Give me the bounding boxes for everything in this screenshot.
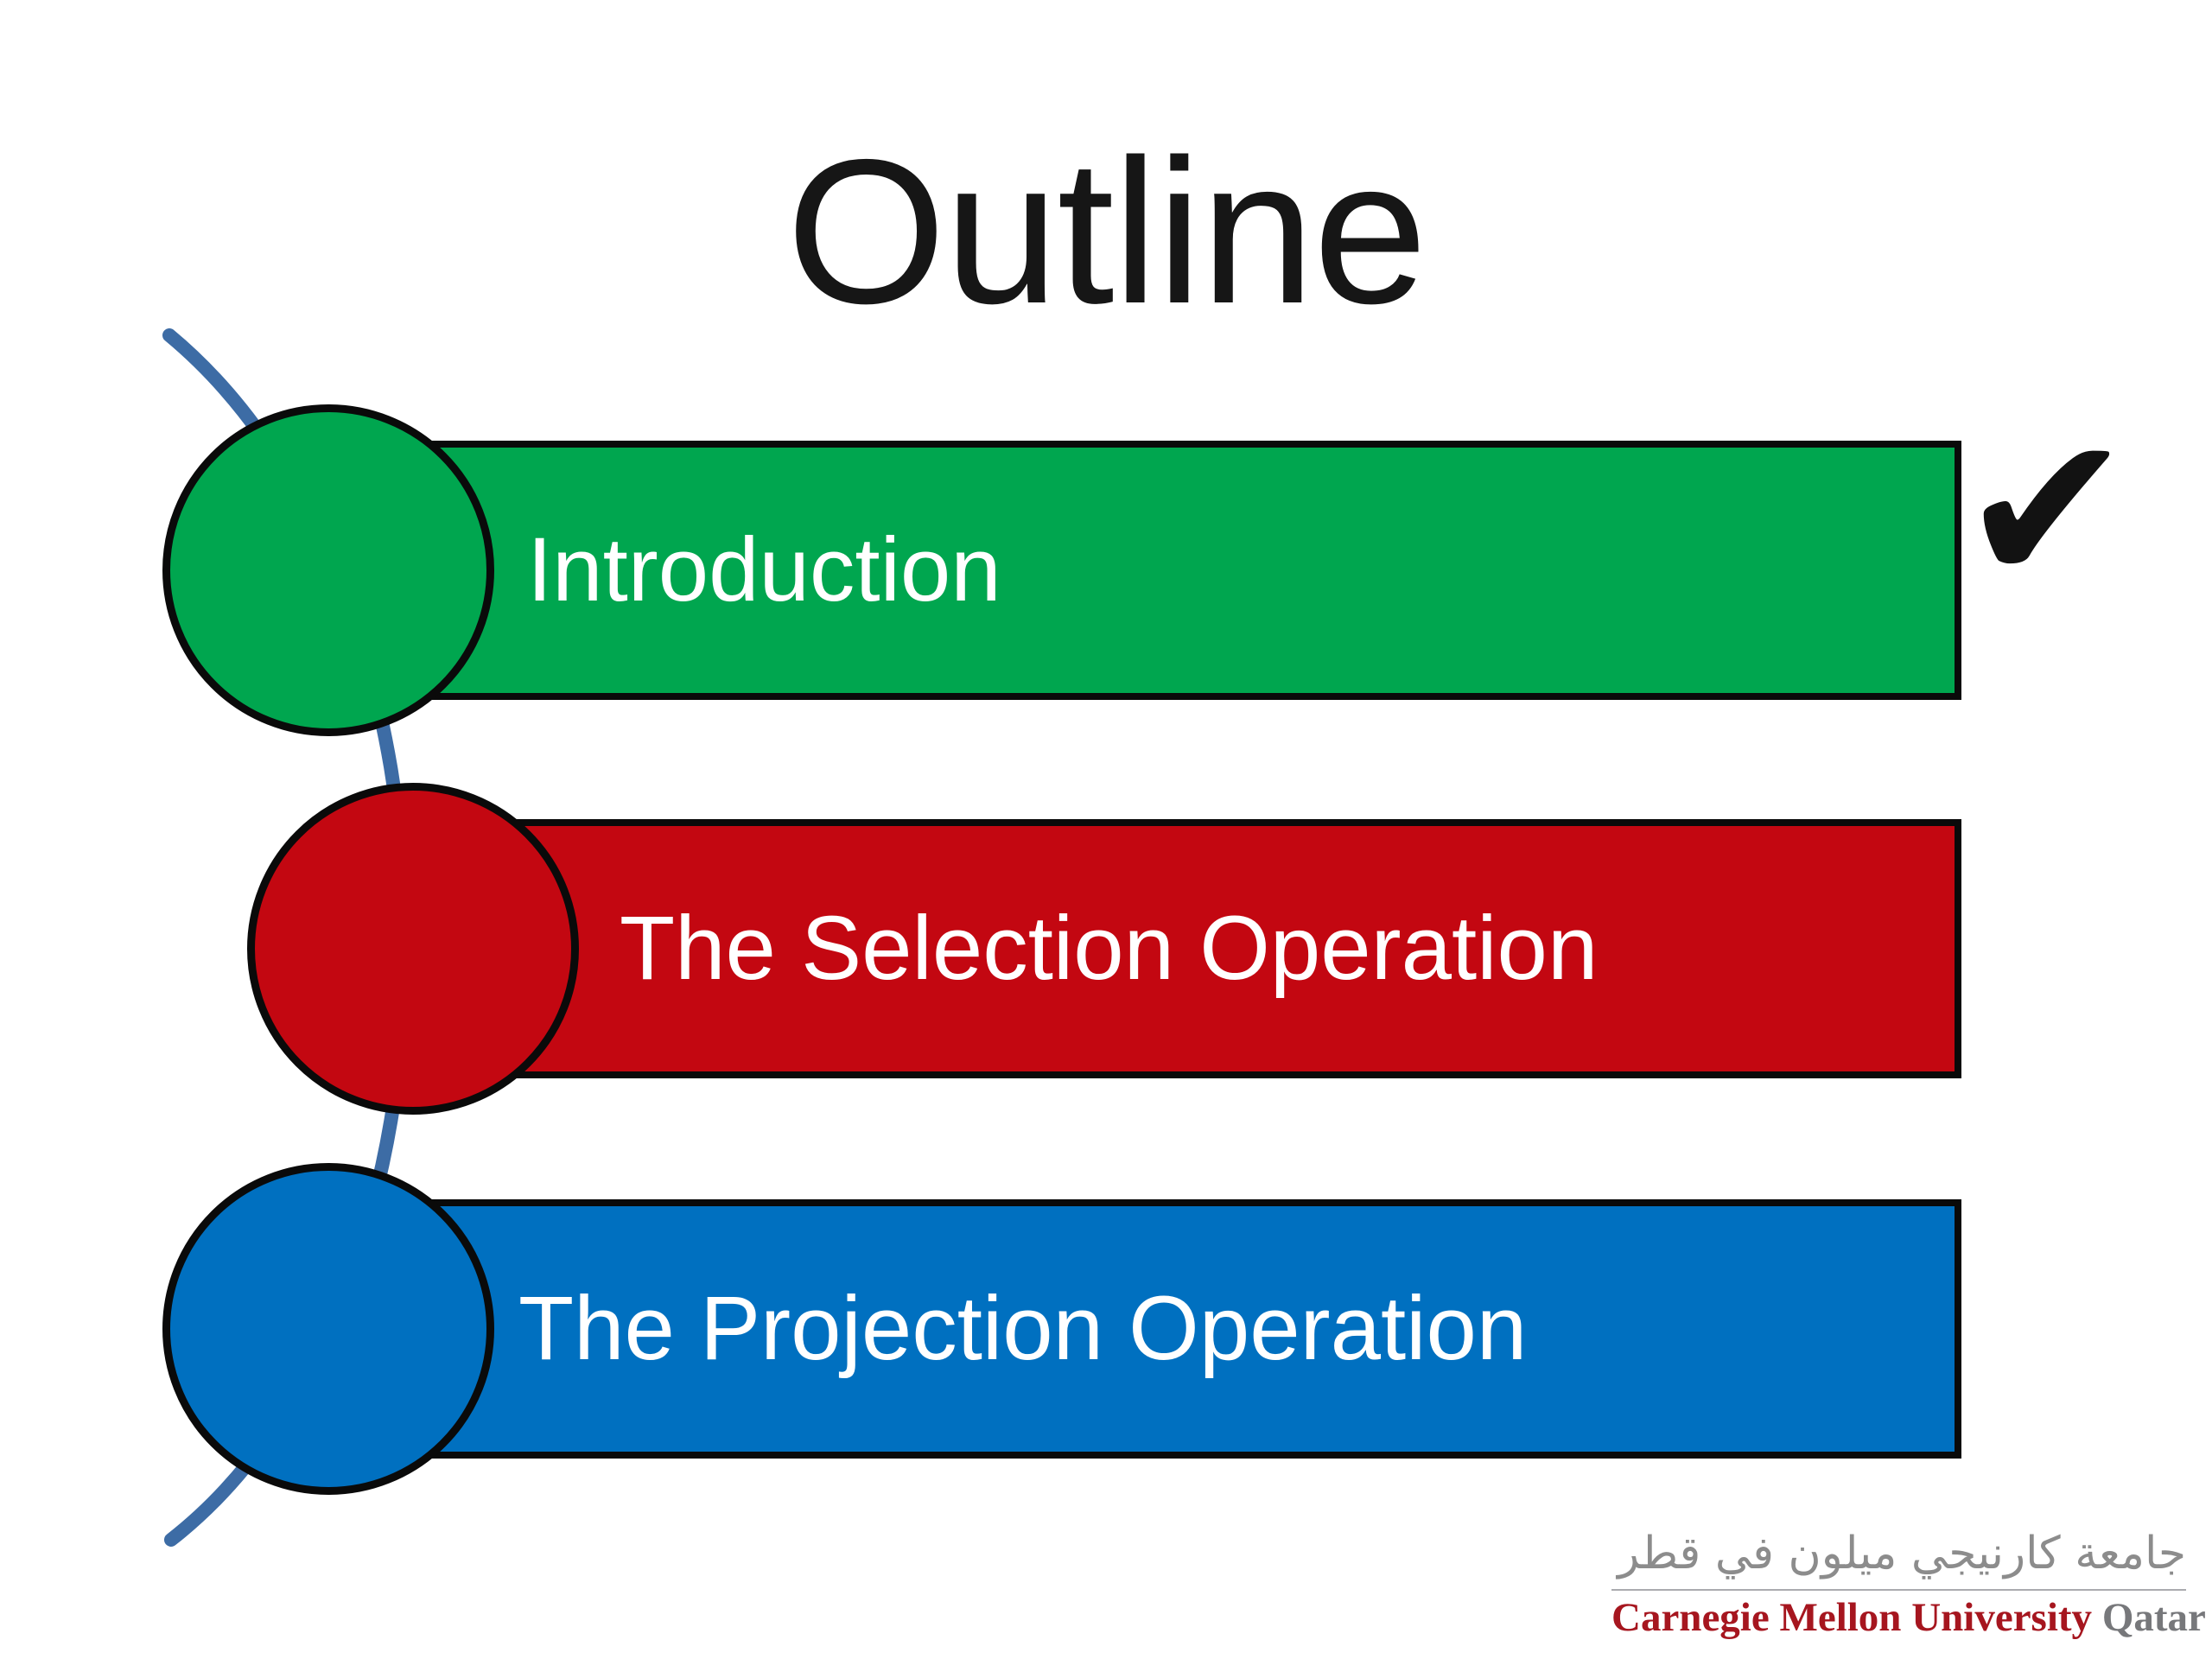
cmu-qatar-logo: جامعة كارنيجي ميلون في قطر Carnegie Mell… — [1611, 1522, 2206, 1641]
outline-label-introduction: Introduction — [527, 519, 1001, 621]
logo-arabic-text: جامعة كارنيجي ميلون في قطر — [1618, 1528, 2186, 1580]
logo-english-main: Carnegie Mellon University — [1611, 1594, 2093, 1640]
bullet-circle-selection-operation — [247, 783, 579, 1115]
outline-label-projection-operation: The Projection Operation — [518, 1278, 1528, 1380]
logo-divider — [1611, 1588, 2186, 1591]
outline-bar-projection-operation: The Projection Operation — [328, 1199, 1961, 1459]
check-icon: ✔ — [1960, 389, 2134, 631]
outline-label-selection-operation: The Selection Operation — [620, 898, 1599, 1000]
bullet-circle-projection-operation — [162, 1163, 494, 1495]
logo-english-suffix: Qatar — [2092, 1594, 2206, 1640]
outline-bar-introduction: Introduction — [328, 441, 1961, 700]
slide-title: Outline — [785, 118, 1427, 346]
bullet-circle-introduction — [162, 404, 494, 736]
outline-bar-selection-operation: The Selection Operation — [415, 819, 1961, 1078]
logo-english-text: Carnegie Mellon University Qatar — [1611, 1594, 2206, 1641]
